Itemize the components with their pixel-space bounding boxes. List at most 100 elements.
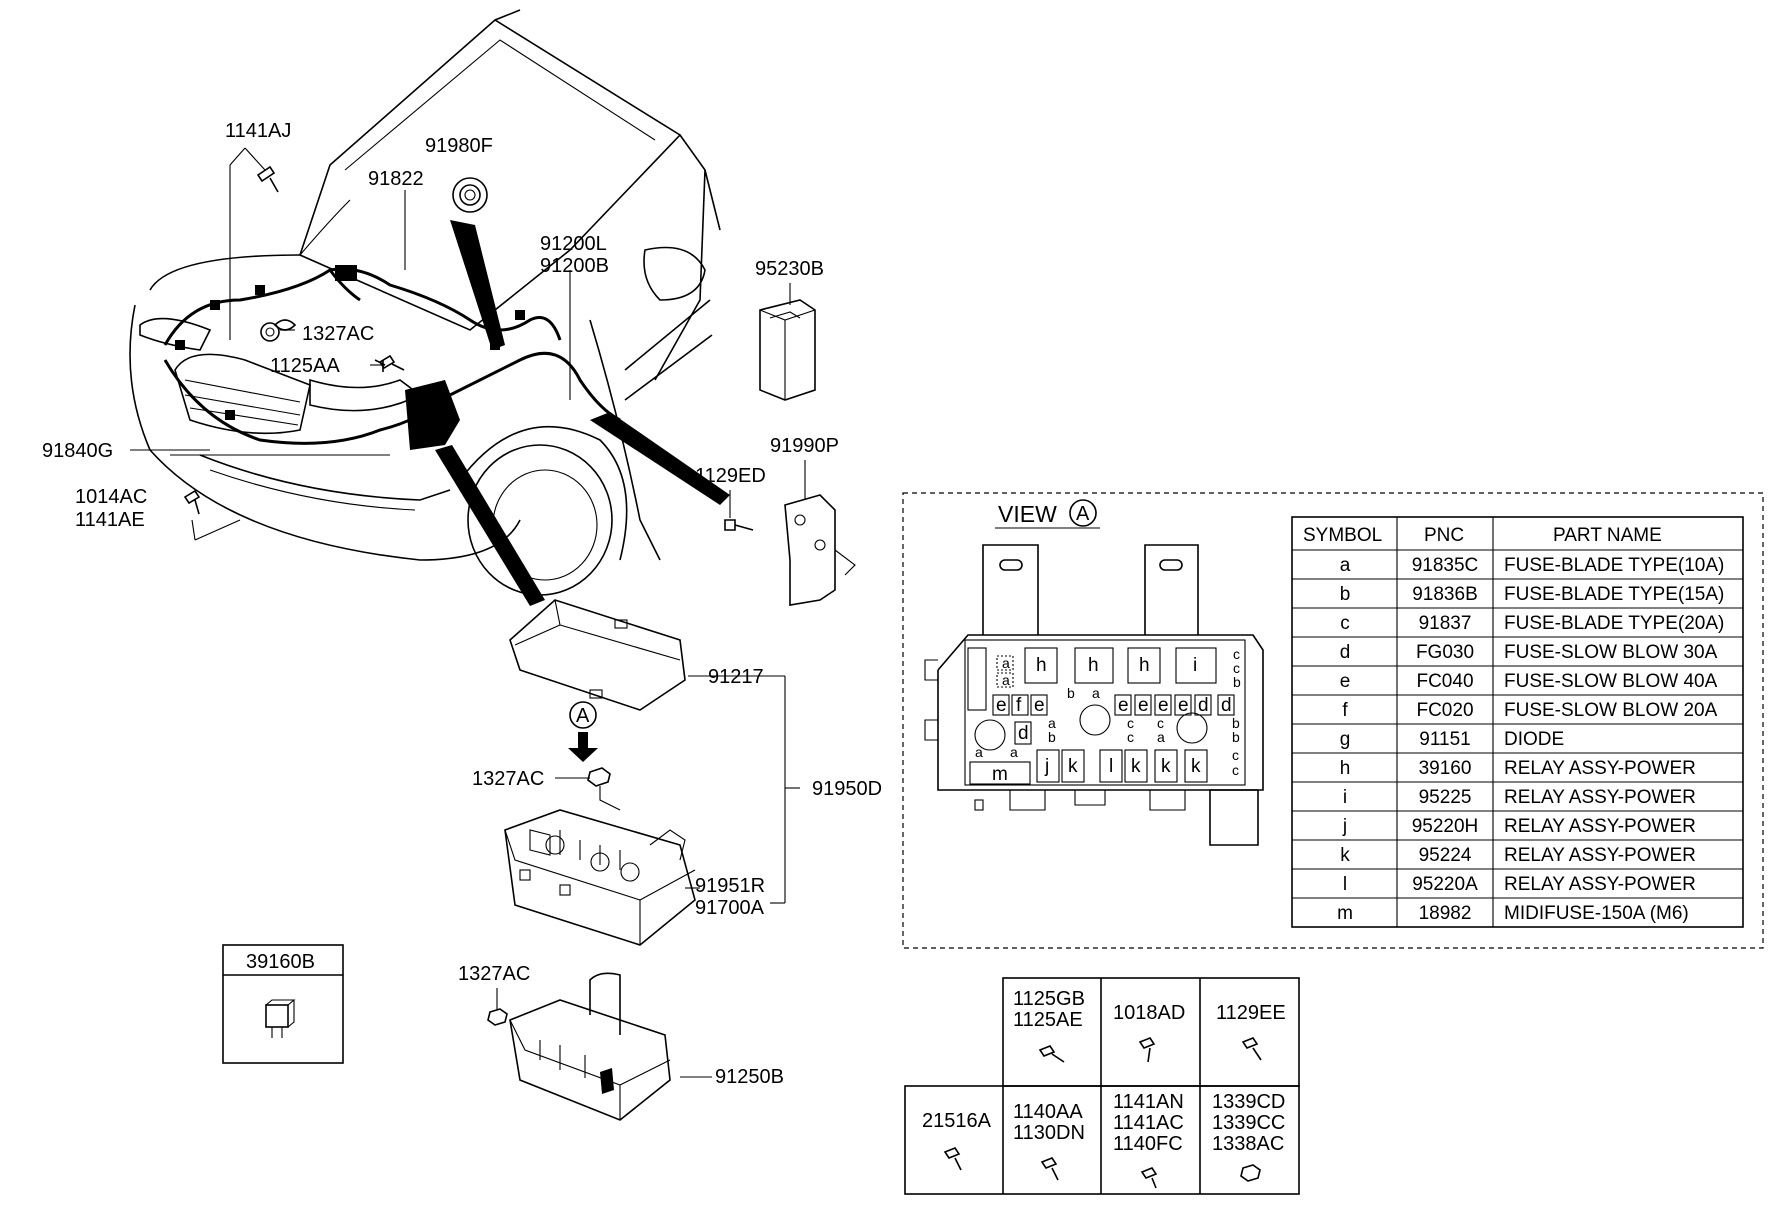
slot-f-1: f	[1016, 695, 1022, 716]
slot-b-3: b	[1048, 729, 1056, 745]
slot-h-2: h	[1088, 655, 1099, 676]
table-cell-name: FUSE-SLOW BLOW 20A	[1504, 700, 1718, 721]
slot-c-r1: c	[1233, 646, 1240, 662]
fastener-1125ae: 1125AE	[1013, 1009, 1083, 1031]
slot-d-1: d	[1198, 695, 1209, 716]
view-a-marker: A	[568, 701, 598, 762]
marker-a-letter: A	[576, 705, 590, 727]
table-cell-name: FUSE-SLOW BLOW 30A	[1504, 642, 1718, 663]
fastener-1339cc: 1339CC	[1212, 1112, 1285, 1134]
callout-39160b[interactable]: 39160B	[246, 951, 315, 973]
callout-91990p[interactable]: 91990P	[770, 435, 839, 457]
slot-e-4: e	[1138, 695, 1149, 716]
slot-d-2: d	[1221, 695, 1232, 716]
slot-a-1: a	[1002, 655, 1010, 671]
table-cell-symbol: c	[1340, 613, 1350, 634]
slot-d-3: d	[1018, 723, 1029, 744]
table-cell-symbol: d	[1340, 642, 1351, 663]
slot-b-4: b	[1232, 715, 1240, 731]
table-cell-pnc: 95220H	[1412, 816, 1479, 837]
table-cell-symbol: f	[1342, 700, 1348, 721]
car-callouts: 1141AJ 91822 91980F 91200L 91200B 1327AC…	[42, 120, 609, 531]
slot-b-mid: b	[1067, 685, 1075, 701]
slot-c-7: c	[1232, 762, 1239, 778]
callout-1129ed[interactable]: 1129ED	[695, 465, 766, 487]
slot-e-6: e	[1178, 695, 1189, 716]
nut-icon-7	[1240, 1164, 1261, 1182]
slot-l: l	[1109, 756, 1113, 777]
slot-b-5: b	[1232, 729, 1240, 745]
slot-c-6: c	[1232, 747, 1239, 763]
callout-1327ac-low[interactable]: 1327AC	[458, 963, 530, 985]
table-cell-name: RELAY ASSY-POWER	[1504, 874, 1696, 895]
callout-91250b[interactable]: 91250B	[715, 1066, 784, 1088]
fastener-1141ac: 1141AC	[1113, 1112, 1184, 1134]
bolt-1129ed: 1129ED	[695, 465, 766, 531]
table-cell-symbol: m	[1337, 903, 1353, 924]
callout-91840g[interactable]: 91840G	[42, 440, 113, 462]
car-engine-bay-illustration	[129, 9, 730, 606]
slot-k-4: k	[1191, 756, 1201, 777]
table-cell-name: RELAY ASSY-POWER	[1504, 787, 1696, 808]
slot-k-3: k	[1161, 756, 1171, 777]
table-cell-pnc: 95220A	[1412, 874, 1478, 895]
callout-1327ac-mid[interactable]: 1327AC	[472, 768, 544, 790]
callout-91951r[interactable]: 91951R	[695, 875, 765, 897]
fastener-icons-car	[183, 165, 488, 515]
table-cell-pnc: 91151	[1419, 729, 1470, 750]
callout-1125aa[interactable]: 1125AA	[270, 355, 340, 377]
nut-1327ac-mid: 1327AC	[472, 767, 621, 811]
table-cell-name: FUSE-BLADE TYPE(10A)	[1504, 555, 1724, 576]
slot-a-mid: a	[1092, 685, 1100, 701]
bolt-icon-2	[1138, 1037, 1156, 1063]
view-a-title: VIEW A	[995, 499, 1100, 529]
callout-91200l[interactable]: 91200L	[540, 233, 607, 255]
callout-91700a[interactable]: 91700A	[695, 897, 765, 919]
callout-1327ac-top[interactable]: 1327AC	[302, 323, 374, 345]
table-cell-symbol: l	[1343, 874, 1347, 895]
callout-1141aj[interactable]: 1141AJ	[225, 120, 291, 142]
slot-b-r3: b	[1233, 674, 1241, 690]
table-cell-pnc: 91836B	[1412, 584, 1478, 605]
header-symbol: SYMBOL	[1303, 525, 1382, 546]
callout-91200b[interactable]: 91200B	[540, 255, 609, 277]
view-marker-letter: A	[1076, 503, 1090, 525]
bolt-icon-3	[1241, 1037, 1262, 1061]
callout-91950d[interactable]: 91950D	[812, 778, 882, 800]
fastener-1018ad: 1018AD	[1113, 1002, 1185, 1024]
slot-c-4: c	[1127, 729, 1134, 745]
table-cell-symbol: k	[1340, 845, 1350, 866]
slot-a-6: a	[1010, 744, 1018, 760]
callout-1141ae[interactable]: 1141AE	[75, 509, 145, 531]
slot-c-3: c	[1127, 715, 1134, 731]
table-cell-name: FUSE-SLOW BLOW 40A	[1504, 671, 1718, 692]
bolt-icon-1	[1038, 1045, 1065, 1063]
table-cell-name: RELAY ASSY-POWER	[1504, 816, 1696, 837]
fastener-grid: 1125GB 1125AE 1018AD 1129EE 21516A 1140A…	[904, 977, 1300, 1195]
fastener-1130dn: 1130DN	[1013, 1122, 1085, 1144]
fuse-box-body-91951r: 91951R 91700A	[504, 809, 765, 946]
relay-39160b-box: 39160B	[222, 944, 344, 1064]
slot-h-3: h	[1139, 655, 1150, 676]
callout-91980f[interactable]: 91980F	[425, 135, 493, 157]
fastener-1338ac: 1338AC	[1212, 1133, 1284, 1155]
table-cell-symbol: b	[1340, 584, 1351, 605]
bolt-icon-4	[943, 1147, 962, 1171]
slot-a-3: a	[1048, 715, 1056, 731]
slot-j: j	[1044, 756, 1049, 777]
table-cell-name: MIDIFUSE-150A (M6)	[1504, 903, 1689, 924]
callout-95230b[interactable]: 95230B	[755, 258, 824, 280]
callout-1014ac[interactable]: 1014AC	[75, 486, 147, 508]
table-cell-name: DIODE	[1504, 729, 1564, 750]
slot-e-2: e	[1034, 695, 1045, 716]
fastener-21516a: 21516A	[922, 1110, 992, 1132]
callout-91217[interactable]: 91217	[708, 666, 764, 688]
assembly-91950d: 91950D	[688, 675, 882, 904]
slot-m: m	[992, 764, 1008, 785]
table-cell-symbol: h	[1340, 758, 1351, 779]
slot-k-2: k	[1131, 756, 1141, 777]
callout-91822[interactable]: 91822	[368, 168, 424, 190]
fastener-1140aa: 1140AA	[1013, 1101, 1083, 1123]
slot-a-4: a	[1157, 729, 1165, 745]
slot-a-2: a	[1002, 672, 1010, 688]
